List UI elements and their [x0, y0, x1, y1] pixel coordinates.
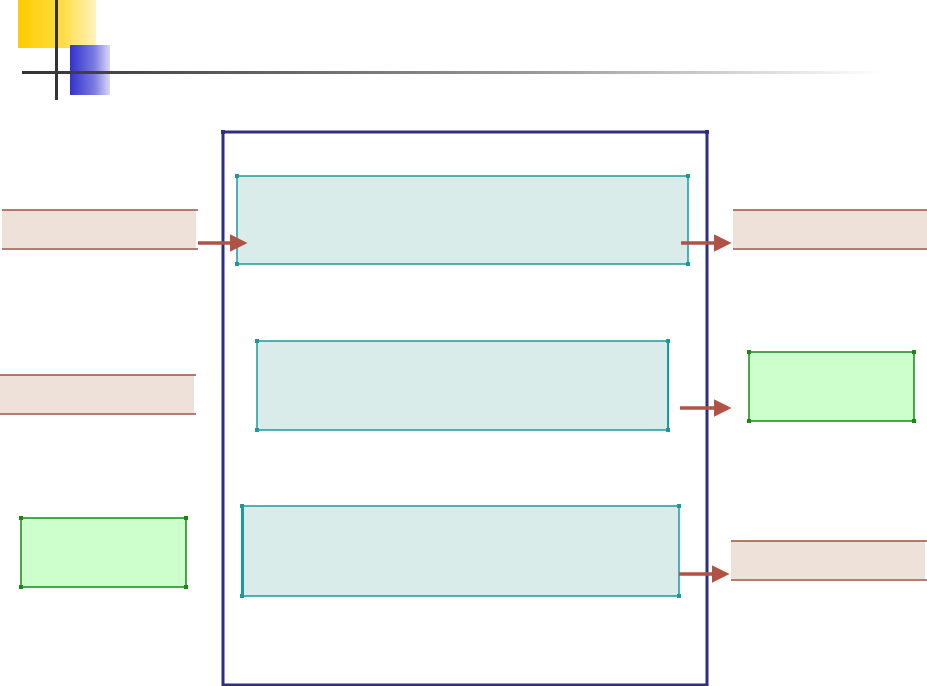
process-box-2: [256, 340, 669, 431]
input-box-3: [20, 517, 187, 588]
central-frame-handles: [221, 130, 709, 134]
title-rule: [22, 71, 882, 74]
output-box-3: [731, 540, 927, 581]
title-ornament: [18, 0, 882, 100]
ornament-blue-square: [70, 45, 110, 95]
output-box-2: [748, 351, 915, 422]
output-box-1: [733, 209, 927, 250]
input-box-1: [2, 209, 198, 250]
ornament-vertical-line: [55, 0, 58, 100]
process-box-3: [241, 505, 680, 597]
input-box-2: [0, 374, 196, 415]
process-box-1: [236, 175, 689, 265]
box-handles: [19, 174, 916, 598]
